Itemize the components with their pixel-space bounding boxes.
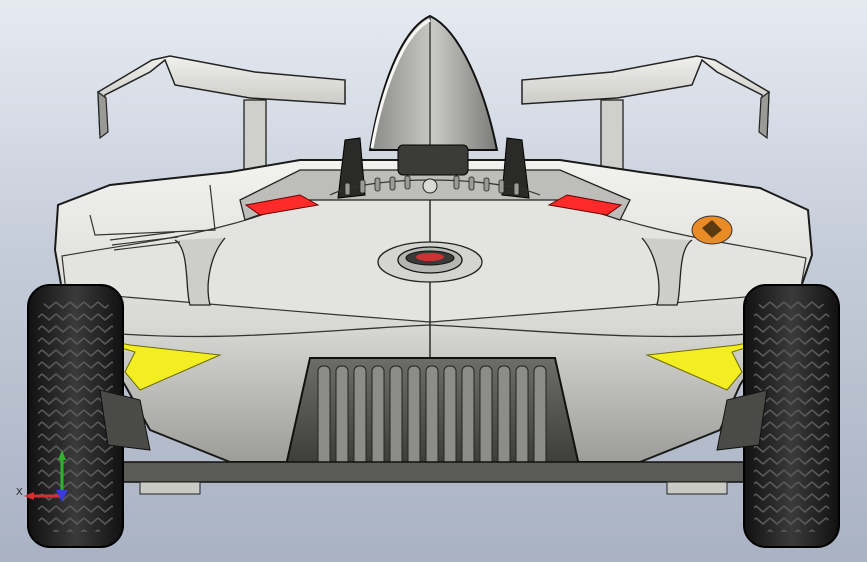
- diffuser: [108, 461, 759, 483]
- y-axis-label: Y: [58, 439, 65, 450]
- fuel-cap: [377, 241, 483, 283]
- left-rear-tire: [27, 284, 124, 548]
- badge: [691, 215, 733, 245]
- left-tail-light: [244, 194, 320, 216]
- right-side-light: [645, 334, 788, 391]
- right-tail-light: [547, 194, 623, 216]
- rear-grille: [283, 357, 582, 471]
- center-fin: [368, 14, 499, 151]
- left-side-vents: [89, 184, 216, 251]
- cockpit: [239, 137, 631, 221]
- left-side-light: [79, 334, 222, 391]
- right-rear-tire: [743, 284, 840, 548]
- x-axis-label: X: [16, 487, 23, 498]
- coordinate-triad: X Y: [0, 430, 90, 510]
- triad-graphic: [24, 450, 68, 502]
